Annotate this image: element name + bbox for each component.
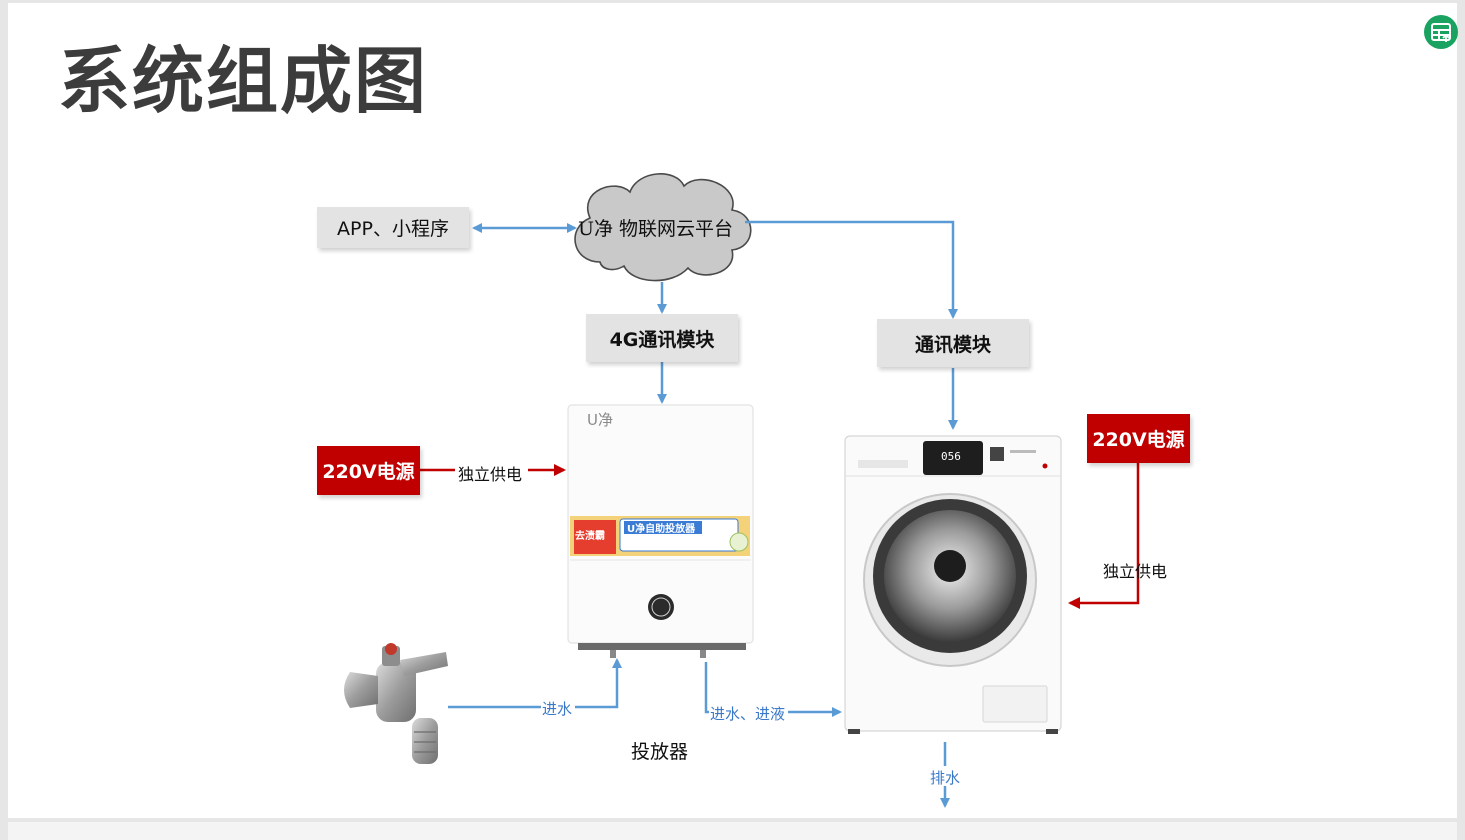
power-left-box: 220V电源: [317, 446, 420, 495]
washing-machine-icon: [844, 435, 1062, 734]
table-icon[interactable]: [1424, 15, 1458, 49]
dispenser-sticker-badge: 去渍霸: [575, 531, 605, 542]
module-4g-box: 4G通讯模块: [586, 314, 738, 362]
power-right-box: 220V电源: [1087, 414, 1190, 463]
power-left-label: 独立供电: [458, 465, 523, 484]
power-right-label: 独立供电: [1103, 562, 1168, 581]
water-tap-icon: [344, 643, 448, 764]
drain-label: 排水: [930, 769, 961, 787]
water-liquid-label: 进水、进液: [710, 705, 786, 723]
dispenser-device-icon: [567, 404, 754, 658]
slide-title: 系统组成图: [58, 39, 429, 123]
module-comm-box: 通讯模块: [877, 319, 1029, 367]
dispenser-brand-label: U净: [587, 411, 613, 429]
dispenser-caption: 投放器: [631, 741, 689, 763]
water-in-label: 进水: [542, 700, 573, 718]
washer-display-readout: 056: [941, 450, 961, 463]
cloud-platform-label: U净 物联网云平台: [578, 218, 734, 240]
cloud-platform-icon: [574, 173, 752, 282]
dispenser-sticker-title: U净自助投放器: [627, 524, 696, 535]
next-slide-strip: [8, 822, 1457, 840]
app-box: APP、小程序: [317, 207, 469, 248]
